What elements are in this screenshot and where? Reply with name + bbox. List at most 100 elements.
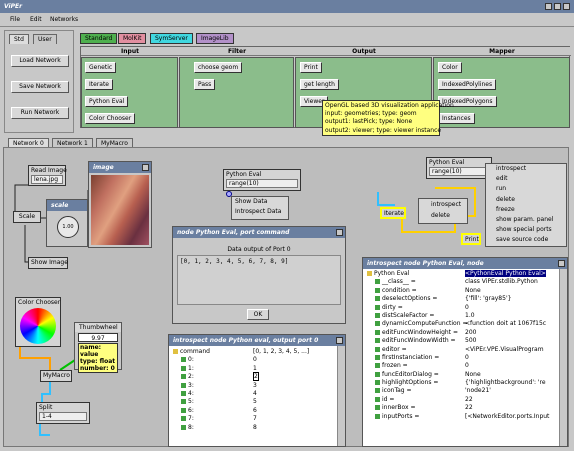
split-entry[interactable]: 1-4 [39,412,87,421]
mapper-color[interactable]: Color [438,62,462,73]
ok-button[interactable]: OK [247,309,269,320]
menu-introspect[interactable]: introspect [431,201,462,208]
tree-row[interactable]: condition =None [367,287,557,295]
close-button[interactable] [336,229,343,236]
scale-dial[interactable]: 1.00 [57,216,79,238]
menu-edit[interactable]: Edit [30,16,42,23]
menu-file[interactable]: File [10,16,21,23]
tree-row[interactable]: 0:0 [173,356,335,364]
input-python-eval[interactable]: Python Eval [85,96,129,107]
close-button[interactable] [563,3,570,10]
tree-row[interactable]: deselectOptions ={'fill': 'gray85'} [367,295,557,303]
split-node[interactable]: Split 1-4 [36,402,90,424]
python-eval-node-2[interactable]: Python Eval range(10) [426,157,492,179]
vertical-scrollbar[interactable] [559,269,567,446]
tab-standard[interactable]: Standard [80,33,118,44]
tree-row[interactable]: 3:3 [173,382,335,390]
tree-row[interactable]: 4:4 [173,390,335,398]
color-wheel[interactable] [20,308,56,344]
vertical-scrollbar[interactable] [337,346,345,446]
menu-delete[interactable]: delete [431,212,450,219]
iterate-node[interactable]: Iterate [380,207,406,219]
tree-key: id = [382,395,395,403]
menu-edit[interactable]: edit [496,175,508,183]
python-eval-node-1[interactable]: Python Eval range(10) [223,169,301,191]
node-title: Color Chooser [18,299,61,306]
window-title: introspect node Python Eval, node [367,260,484,267]
menu-show-data[interactable]: Show Data [235,198,268,205]
tree-key: 6: [188,406,194,414]
output-get-length[interactable]: get length [300,79,339,90]
introspect-node-tree[interactable]: Python Eval<PythonEval Python Eval>__cla… [363,269,567,421]
tree-row[interactable]: __class__ =class ViPEr.stdlib.Python [367,278,557,286]
thumbwheel-value[interactable]: 9.97 [78,333,118,342]
tree-row[interactable]: editFuncWindowWidth =500 [367,337,557,345]
tree-row[interactable]: editFuncWindowHeight =200 [367,329,557,337]
tab-std[interactable]: Std [9,34,29,44]
menu-save-source-code[interactable]: save source code [496,236,549,244]
command-entry[interactable]: range(10) [226,179,298,188]
tab-mymacro[interactable]: MyMacro [96,138,133,148]
tab-network-0[interactable]: Network 0 [8,138,49,148]
scale-node[interactable]: Scale [13,211,41,223]
close-button[interactable] [142,164,149,171]
minimize-button[interactable] [545,3,552,10]
close-button[interactable] [336,337,343,344]
menu-delete[interactable]: delete [496,195,515,203]
tree-row[interactable]: 8:8 [173,424,335,432]
tree-row[interactable]: 6:6 [173,407,335,415]
mymacro-node[interactable]: MyMacro [40,370,72,382]
tree-key: command [180,348,210,355]
tree-row[interactable]: dynamicComputeFunction =<function doit a… [367,320,557,328]
tab-symserver[interactable]: SymServer [150,33,193,44]
tree-row[interactable]: 2:2 [173,372,335,382]
filter-pass[interactable]: Pass [194,79,216,90]
close-button[interactable] [558,260,565,267]
input-iterate[interactable]: Iterate [85,79,114,90]
menu-freeze[interactable]: freeze [496,205,515,213]
menu-networks[interactable]: Networks [50,16,79,23]
tree-row[interactable]: iconTag ='node21' [367,387,557,395]
menu-introspect[interactable]: introspect [496,165,527,172]
tab-network-1[interactable]: Network 1 [52,138,93,148]
tree-row[interactable]: dirty =0 [367,304,557,312]
tree-row[interactable]: 5:5 [173,398,335,406]
tab-imagelib[interactable]: ImageLib [196,33,234,44]
input-genetic[interactable]: Genetic [85,62,117,73]
tree-row[interactable]: funcEditorDialog =None [367,371,557,379]
tree-row[interactable]: command[0, 1, 2, 3, 4, 5, ...] [173,348,335,356]
tree-row[interactable]: Python Eval<PythonEval Python Eval> [367,270,557,278]
tree-row[interactable]: distScaleFactor =1.0 [367,312,557,320]
column-header-input: Input [81,47,179,56]
maximize-button[interactable] [554,3,561,10]
menu-show-param-panel[interactable]: show param. panel [496,216,554,224]
tree-row[interactable]: id =22 [367,396,557,404]
tree-row[interactable]: 7:7 [173,415,335,423]
menu-run[interactable]: run [496,185,507,193]
tab-user[interactable]: User [33,34,57,44]
mapper-indexed-polylines[interactable]: IndexedPolylines [438,79,497,90]
filter-choose-geom[interactable]: choose geom [194,62,243,73]
load-network-button[interactable]: Load Network [11,55,69,67]
command-entry[interactable]: range(10) [429,167,489,176]
tree-row[interactable]: frozen =0 [367,362,557,370]
tab-molkit[interactable]: MolKit [118,33,147,44]
output-print[interactable]: Print [300,62,322,73]
run-network-button[interactable]: Run Network [11,107,69,119]
menu-show-special-ports[interactable]: show special ports [496,226,552,234]
filename-entry[interactable]: lena.jpg [31,175,63,184]
tree-row[interactable]: 1:1 [173,365,335,373]
read-image-node[interactable]: Read Image lena.jpg [28,165,67,186]
color-chooser-node[interactable]: Color Chooser [15,297,61,347]
tree-row[interactable]: innerBox =22 [367,404,557,412]
tree-row[interactable]: editor =<ViPEr.VPE.VisualProgram [367,346,557,354]
input-color-chooser[interactable]: Color Chooser [85,113,136,124]
show-image-node[interactable]: Show Image [28,257,68,269]
menu-introspect-data[interactable]: Introspect Data [235,208,282,215]
tree-row[interactable]: firstInstanciation =0 [367,354,557,362]
print-node[interactable]: Print [461,233,481,245]
save-network-button[interactable]: Save Network [11,81,69,93]
tree-row[interactable]: inputPorts =[<NetworkEditor.ports.Input [367,413,557,421]
tree-row[interactable]: highlightOptions ={'highlightbackground'… [367,379,557,387]
